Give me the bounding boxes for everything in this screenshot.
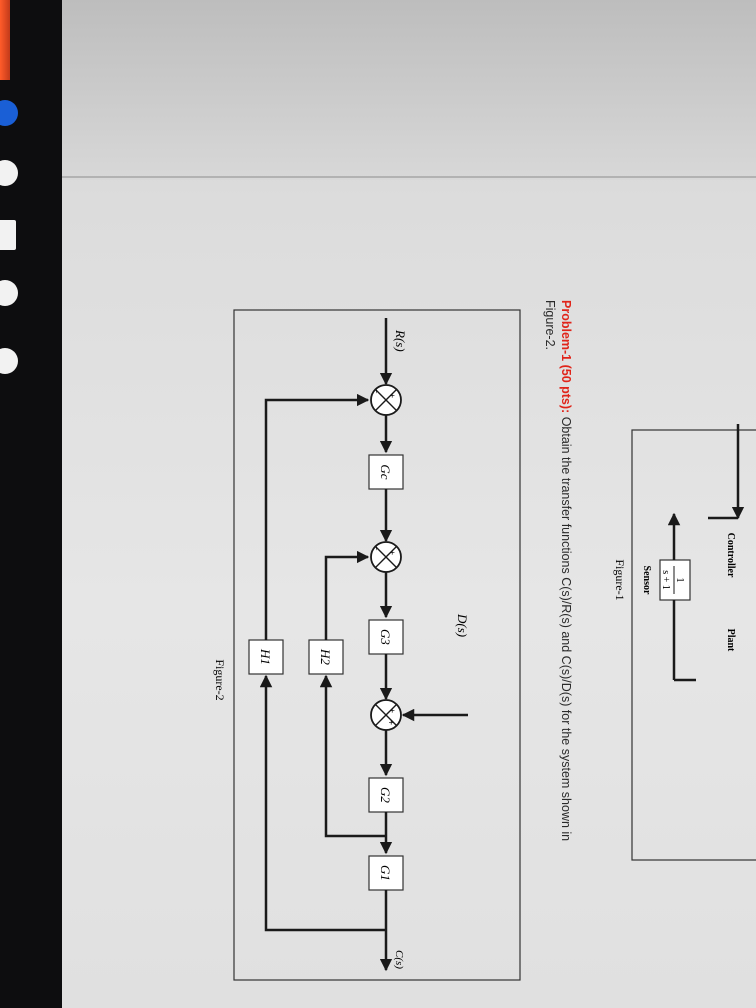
block-h2-label: H2 [318, 648, 333, 665]
sensor-label: Sensor [641, 566, 652, 595]
h1-feedback-in [259, 674, 386, 932]
summing-junction-3-cross [374, 703, 398, 727]
block-g2-label: G2 [378, 787, 393, 803]
h2-feedback-out [324, 550, 370, 640]
camera-icon[interactable] [0, 348, 18, 374]
block-h1-label: H1 [258, 648, 273, 665]
plant-label: Plant [725, 629, 736, 652]
file-icon[interactable] [0, 220, 16, 250]
disturbance-label: D(s) [455, 613, 470, 637]
figure-2-caption: Figure-2 [213, 659, 227, 700]
h1-feedback-out [264, 393, 370, 640]
figure-1-frame [631, 429, 756, 861]
monitor-bezel [0, 0, 62, 1008]
block-g1-label: G1 [378, 865, 393, 881]
h2-feedback-in [319, 674, 386, 838]
sj1-plus: + [387, 393, 397, 398]
sensor-denominator: s + 1 [660, 570, 671, 590]
page-edge [62, 176, 756, 178]
block-g3-label: G3 [378, 629, 393, 645]
bezel-glow [0, 0, 10, 80]
app-icon[interactable] [0, 160, 18, 186]
figure-1-caption: Figure-1 [613, 559, 627, 600]
sj2-minus: − [370, 545, 381, 551]
sj2-plus: + [387, 550, 397, 555]
app-icon[interactable] [0, 280, 18, 306]
summing-junction-2-cross [374, 545, 398, 569]
sj3-plus: + [387, 708, 397, 713]
sj1-minus: − [370, 388, 381, 394]
taskbar [0, 80, 22, 440]
input-label: R(s) [393, 329, 408, 352]
block-gc-label: Gc [378, 464, 393, 479]
controller-label: Controller [725, 533, 736, 578]
sensor-numerator: 1 [674, 577, 686, 583]
photo-background-top [62, 0, 756, 180]
figure-2-frame [233, 309, 521, 981]
browser-icon[interactable] [0, 100, 18, 126]
summing-junction-1-cross [374, 388, 398, 412]
figure-2: R(s) C(s) D(s) + − Gc + − G3 + + [213, 309, 521, 981]
sj3-plus-d: + [386, 720, 396, 725]
output-label: C(s) [393, 950, 405, 969]
figure-1: 1 s + 1 Sensor Controller Plant Figure-1 [613, 424, 756, 861]
